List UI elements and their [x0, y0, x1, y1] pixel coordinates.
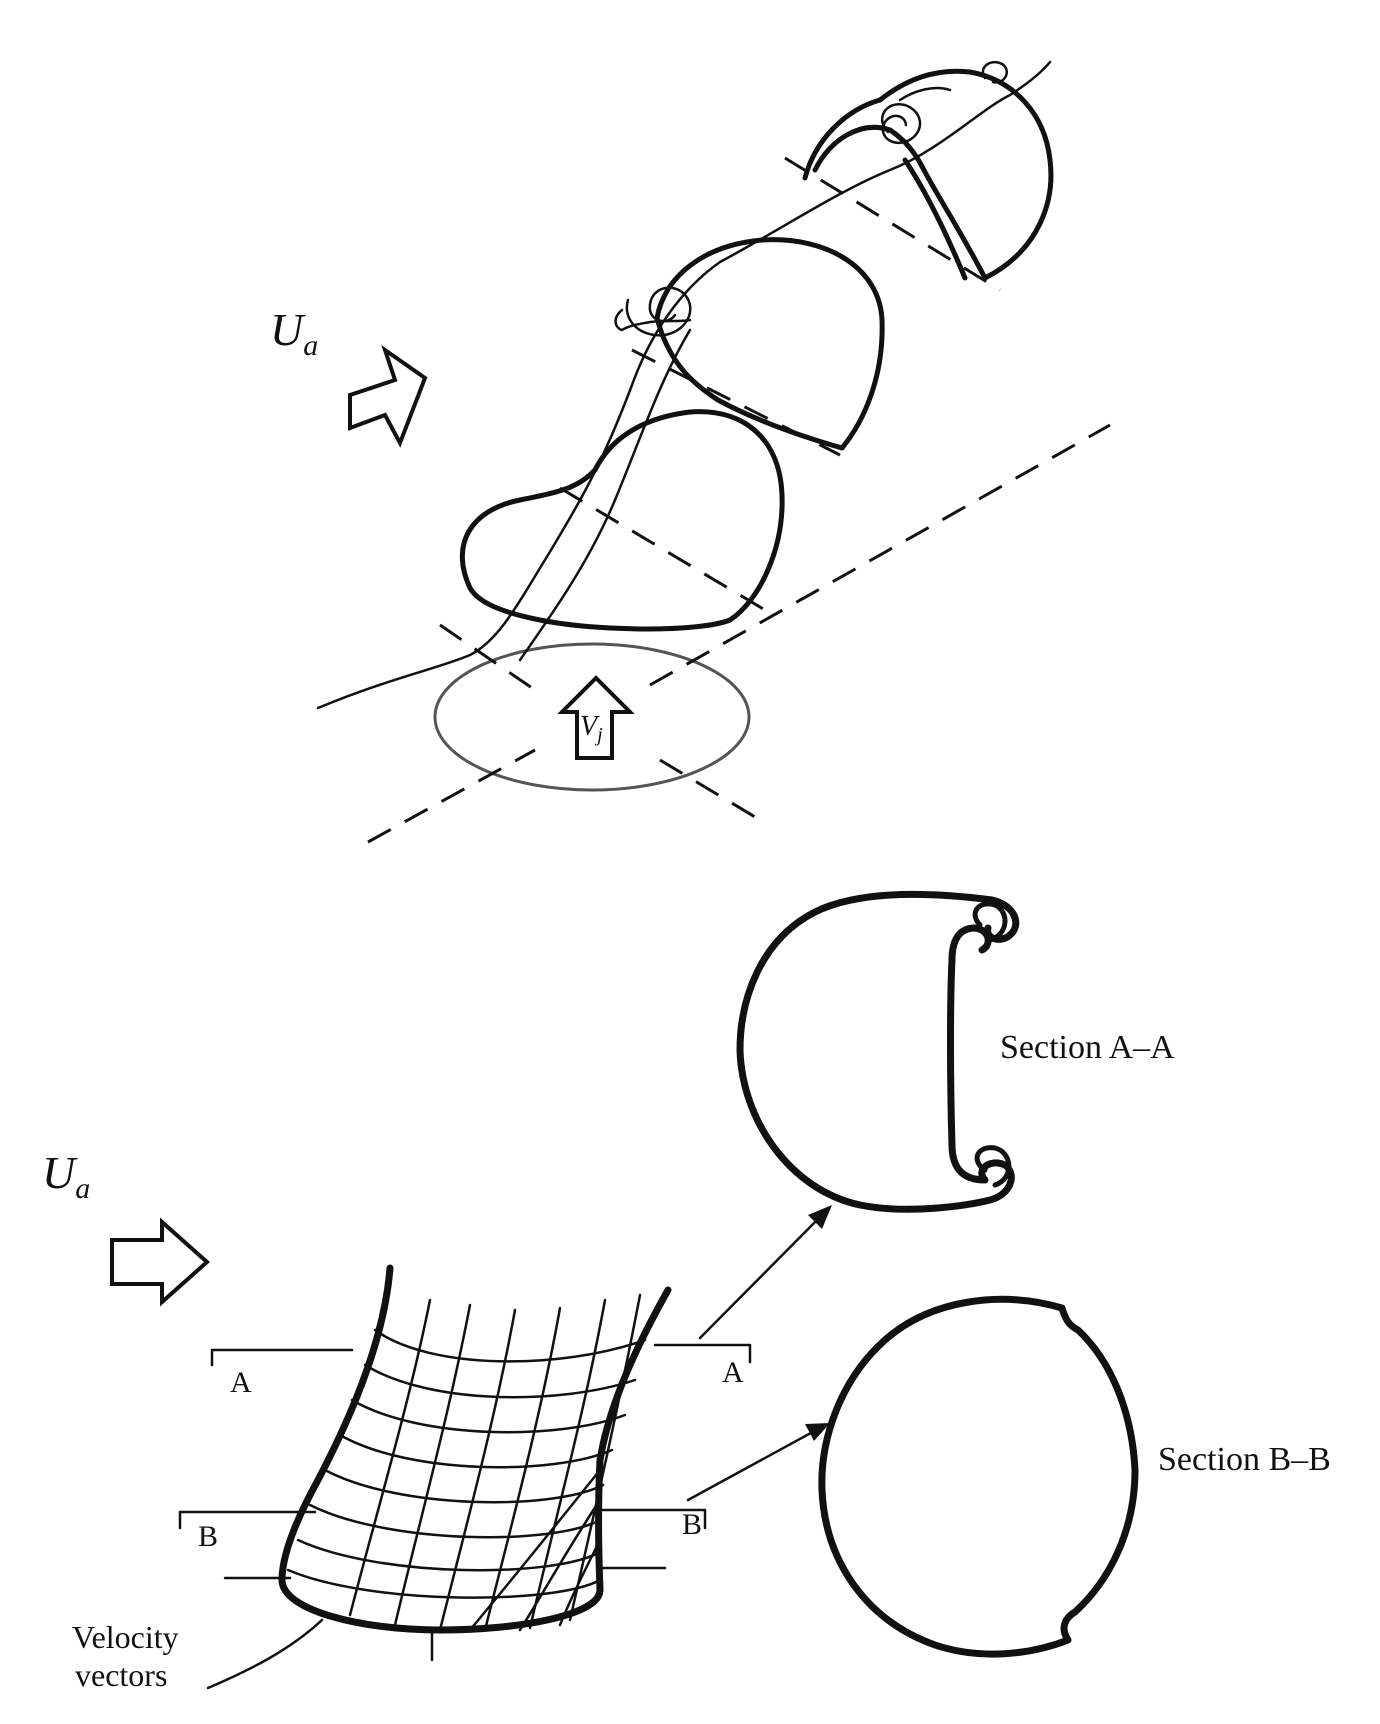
jet-grid-line: [558, 1538, 602, 1627]
jet-grid-line: [468, 1468, 602, 1632]
cut-plane-a-right: [653, 1343, 752, 1364]
top-panel: Ua Vj: [270, 60, 1111, 844]
section-aa-vortex-bottom: [974, 1145, 1012, 1188]
jet-grid-line: [568, 1293, 642, 1622]
jet-grid-line: [518, 1498, 602, 1632]
section-dashed-line: [784, 156, 1001, 292]
vortex-spiral-3b: [981, 61, 1008, 84]
cut-a-right-label: A: [722, 1356, 744, 1389]
bottom-crossflow-label: Ua: [42, 1147, 90, 1205]
jet-velocity-label: Vj: [580, 711, 603, 746]
velocity-vectors-label-line1: Velocity: [72, 1619, 179, 1655]
cut-plane-b-right: [598, 1508, 707, 1530]
cross-section-1: [459, 409, 785, 632]
pointer-arrow-to-section-a: [698, 1210, 827, 1340]
top-crossflow-label: Ua: [270, 304, 318, 362]
cut-b-left-label: B: [198, 1520, 218, 1553]
reference-dashed-line: [367, 748, 536, 844]
jet-edge-curve: [518, 328, 692, 662]
pointer-arrowhead-a-icon: [808, 1205, 832, 1229]
section-aa-vortex-top: [972, 901, 1008, 943]
velocity-vectors-pointer: [206, 1618, 324, 1690]
cut-plane-a-left: [210, 1348, 354, 1367]
jet-grid-ring: [308, 1503, 602, 1539]
jet-velocity-arrow-icon: [557, 675, 635, 760]
jet-cylinder-outline: [278, 1264, 672, 1634]
pointer-arrow-to-section-b: [686, 1426, 822, 1502]
pointer-arrowhead-b-icon: [805, 1423, 830, 1441]
top-crossflow-arrow-icon: [348, 344, 428, 448]
vortex-spiral-2: [614, 286, 692, 337]
bottom-crossflow-label-base: U: [42, 1147, 78, 1198]
reference-dashed-line: [649, 423, 1111, 687]
cross-section-2: [654, 237, 885, 451]
bottom-panel: Ua: [42, 890, 1331, 1693]
jet-grid-line: [438, 1308, 517, 1632]
velocity-vectors-label-line2: vectors: [75, 1657, 167, 1693]
cut-a-left-label: A: [230, 1366, 252, 1399]
jet-cylinder: [278, 1264, 672, 1634]
top-crossflow-label-sub: a: [303, 329, 318, 362]
cross-section-3-inner: [902, 157, 968, 281]
jet-velocity-label-sub: j: [594, 724, 603, 746]
bottom-crossflow-arrow-icon: [110, 1217, 211, 1307]
wake-curve: [316, 60, 1052, 710]
jet-grid-line: [528, 1298, 607, 1630]
jet-grid-ring: [296, 1538, 602, 1572]
jet-grid-line: [393, 1303, 472, 1627]
cross-section-3: [802, 68, 1054, 281]
nozzle-ellipse: [433, 642, 751, 792]
velocity-vectors-label: Velocity vectors: [72, 1619, 187, 1693]
section-bb-label: Section B–B: [1158, 1441, 1331, 1478]
bottom-crossflow-label-sub: a: [75, 1172, 90, 1205]
top-crossflow-label-base: U: [270, 304, 306, 355]
cut-plane-b-left: [178, 1510, 317, 1530]
reference-dashed-line: [439, 623, 536, 692]
jet-grid-line: [348, 1298, 432, 1617]
jet-velocity-label-base: V: [580, 711, 600, 742]
jet-grid-ring: [338, 1433, 614, 1469]
jet-grid-ring: [373, 1328, 647, 1363]
section-aa-shape: [736, 890, 1020, 1213]
jet-grid-ring: [323, 1468, 605, 1504]
vortex-spiral-3: [881, 86, 952, 145]
reference-dashed-line: [659, 758, 761, 822]
section-aa-label: Section A–A: [1000, 1029, 1175, 1066]
cut-b-right-label: B: [682, 1508, 702, 1541]
section-bb-shape: [818, 1295, 1139, 1658]
jet-grid-line: [483, 1306, 562, 1632]
